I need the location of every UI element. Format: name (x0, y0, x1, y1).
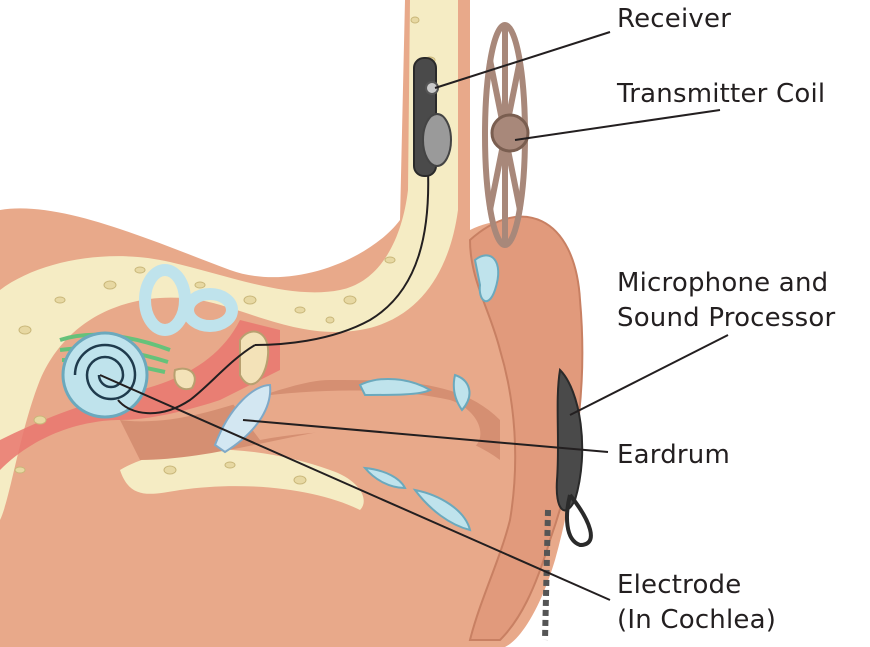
label-electrode-line1: Electrode (617, 570, 741, 600)
leader-transmitter-coil (515, 110, 720, 140)
leader-microphone (570, 335, 728, 415)
label-transmitter-coil: Transmitter Coil (617, 79, 825, 109)
cochlea (63, 333, 147, 417)
label-electrode-line2: (In Cochlea) (617, 605, 776, 635)
receiver-body (423, 114, 451, 166)
label-receiver: Receiver (617, 4, 731, 34)
label-eardrum: Eardrum (617, 440, 730, 470)
label-microphone-line1: Microphone and (617, 268, 828, 298)
coil-magnet (492, 115, 528, 151)
label-microphone-line2: Sound Processor (617, 303, 835, 333)
